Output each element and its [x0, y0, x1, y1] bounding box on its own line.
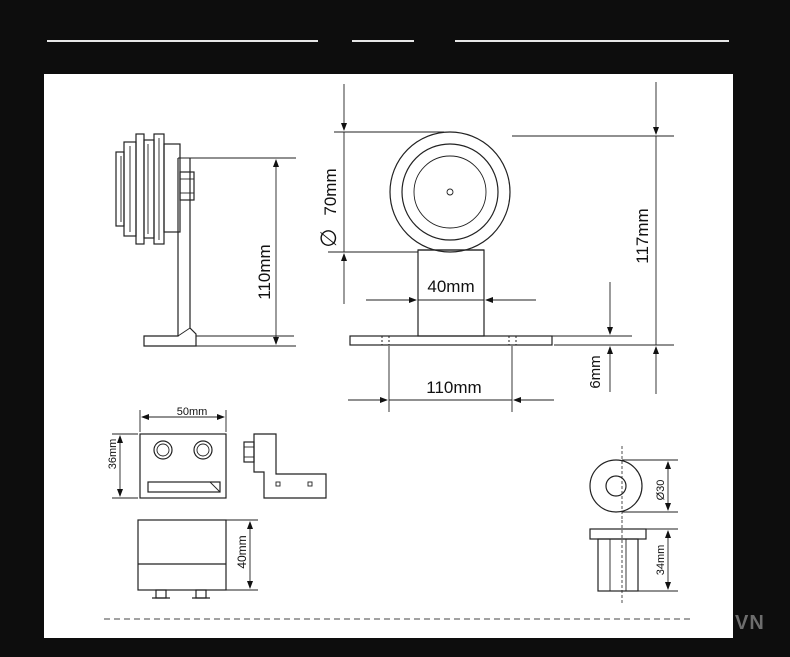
dimension-label-base-thickness: 6mm — [587, 355, 604, 388]
block-front-view — [139, 433, 227, 499]
stopper-top-view — [589, 446, 643, 520]
stopper-side-view — [589, 520, 647, 604]
dimension-label-base-length: 110mm — [426, 378, 481, 397]
dimension-label-stem-width: 40mm — [427, 277, 474, 296]
dimension-label-block-width: 50mm — [177, 406, 208, 418]
front-view-wheel — [349, 131, 553, 346]
dimension-label-height-side: 110mm — [255, 244, 274, 299]
dimension-block-depth: 40mm — [226, 519, 258, 591]
dimension-stem-width: 40mm — [366, 277, 536, 303]
dimension-label-wheel-diameter: Ø30 — [655, 480, 667, 501]
block-top-view — [137, 519, 227, 599]
block-side-view — [243, 433, 327, 499]
diameter-symbol: ∅ — [316, 228, 341, 247]
dimension-label-block-height: 36mm — [107, 439, 119, 470]
technical-drawing: 110mm ∅ 70mm 117mm 40mm — [104, 82, 694, 620]
dimension-diameter: ∅ 70mm — [316, 84, 444, 304]
dimension-base-thickness: 6mm — [552, 282, 632, 392]
dimension-block-width: 50mm — [139, 406, 227, 432]
drawing-panel: 110mm ∅ 70mm 117mm 40mm — [44, 74, 733, 638]
dimension-block-height: 36mm — [107, 433, 138, 499]
dimension-height-side: 110mm — [194, 157, 296, 347]
dimension-stopper-height: 34mm — [638, 528, 678, 592]
dimension-base-length: 110mm — [348, 346, 554, 412]
dimension-label-diameter: 70mm — [321, 168, 340, 215]
header-line-left — [47, 40, 318, 42]
dimension-height-total: 117mm — [512, 82, 674, 394]
header-line-middle — [352, 40, 414, 42]
dimension-label-stopper-height: 34mm — [655, 545, 667, 576]
side-view-roller — [115, 133, 294, 347]
header-line-right — [455, 40, 729, 42]
watermark: VN — [735, 612, 765, 634]
dimension-label-block-depth: 40mm — [235, 535, 249, 568]
dimension-wheel-diameter: Ø30 — [622, 459, 678, 513]
dimension-label-height-total: 117mm — [633, 208, 652, 263]
